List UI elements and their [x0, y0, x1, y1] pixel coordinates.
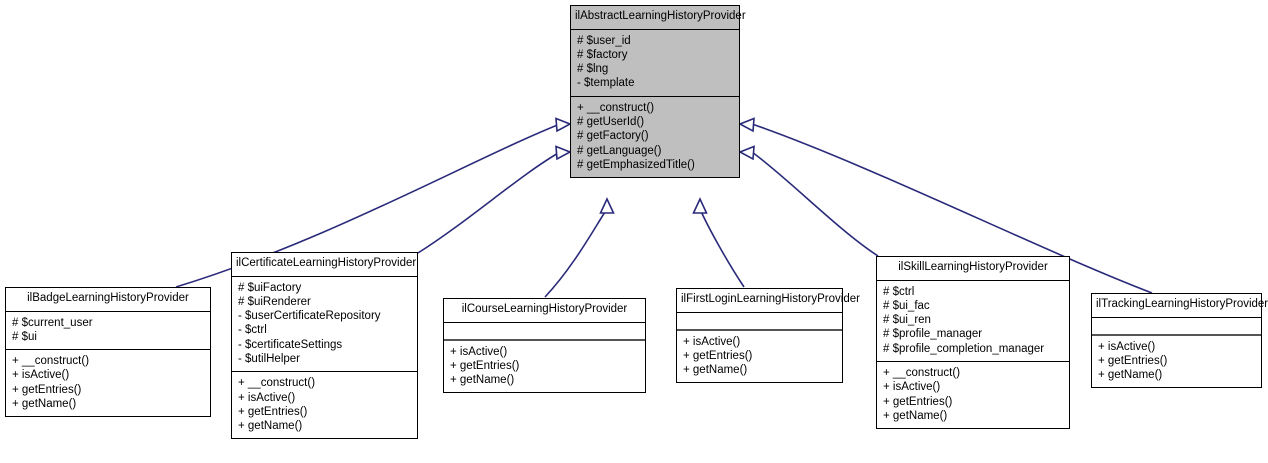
attribute-row: - $template [577, 77, 635, 90]
operation-row: + getEntries() [1098, 354, 1168, 367]
attribute-row: # $current_user [12, 316, 93, 329]
class-operations-certificate: + __construct()+ isActive()+ getEntries(… [232, 372, 417, 438]
operation-row: + isActive() [450, 345, 508, 358]
class-name-firstlogin: ilFirstLoginLearningHistoryProvider [677, 289, 860, 313]
class-name-abstract: ilAbstractLearningHistoryProvider [571, 6, 746, 30]
operation-row: + getName() [12, 397, 77, 410]
operation-row: + isActive() [883, 381, 941, 394]
class-attributes-tracking [1092, 318, 1261, 336]
operation-row: + getName() [683, 364, 748, 377]
class-name-certificate: ilCertificateLearningHistoryProvider [232, 253, 417, 277]
class-name-course: ilCourseLearningHistoryProvider [444, 299, 645, 323]
arrowhead-badge [555, 117, 572, 133]
arrowhead-skill [738, 145, 755, 161]
attribute-row: - $ctrl [238, 324, 267, 337]
class-box-tracking[interactable]: ilTrackingLearningHistoryProvider + isAc… [1091, 293, 1268, 389]
arrowhead-certificate [555, 145, 572, 161]
class-attributes-certificate: # $uiFactory# $uiRenderer - $userCertific… [232, 277, 417, 373]
attribute-row: # $factory [577, 48, 628, 61]
arrowhead-tracking [738, 117, 755, 133]
operation-row: # getFactory() [577, 130, 649, 143]
class-box-abstract[interactable]: ilAbstractLearningHistoryProvider # $use… [570, 5, 746, 179]
attribute-row: # $ui_ren [883, 314, 931, 327]
operation-row: + getName() [883, 409, 948, 422]
attribute-row: # $lng [577, 63, 609, 76]
attribute-row: # $ui_fac [883, 299, 930, 312]
attribute-row: # $uiFactory [238, 281, 302, 294]
arrowhead-course [599, 197, 615, 214]
operation-row: + isActive() [12, 369, 70, 382]
operation-row: + getEntries() [683, 349, 753, 362]
class-box-course[interactable]: ilCourseLearningHistoryProvider + isActi… [443, 298, 646, 394]
operation-row: + getEntries() [12, 383, 82, 396]
operation-row: + getName() [450, 374, 515, 387]
class-attributes-firstlogin [677, 313, 842, 331]
class-attributes-course [444, 323, 645, 341]
class-operations-badge: + __construct()+ isActive()+ getEntries(… [6, 350, 210, 416]
attribute-row: # $user_id [577, 34, 631, 47]
operation-row: + isActive() [1098, 340, 1156, 353]
operation-row: + __construct() [238, 377, 316, 390]
attribute-row: - $userCertificateRepository [238, 310, 381, 323]
edge-certificate-to-abstract [417, 151, 561, 254]
attribute-row: - $certificateSettings [238, 338, 343, 351]
attribute-row: # $profile_manager [883, 328, 983, 341]
operation-row: # getEmphasizedTitle() [577, 158, 695, 171]
class-operations-tracking: + isActive()+ getEntries() + getName() [1092, 336, 1261, 388]
class-operations-firstlogin: + isActive()+ getEntries() + getName() [677, 331, 842, 383]
class-box-skill[interactable]: ilSkillLearningHistoryProvider # $ctrl# … [876, 256, 1070, 430]
class-operations-skill: + __construct() + isActive()+ getEntries(… [877, 362, 1069, 428]
class-box-certificate[interactable]: ilCertificateLearningHistoryProvider # $… [231, 252, 418, 440]
operation-row: # getUserId() [577, 115, 645, 128]
class-box-firstlogin[interactable]: ilFirstLoginLearningHistoryProvider + is… [676, 288, 860, 384]
operation-row: + __construct() [883, 366, 961, 379]
edge-course-to-abstract [544, 208, 608, 298]
edge-firstlogin-to-abstract [699, 208, 745, 288]
operation-row: + isActive() [683, 335, 741, 348]
attribute-row: # $profile_completion_manager [883, 342, 1045, 355]
class-attributes-abstract: # $user_id# $factory # $lng- $template [571, 30, 739, 97]
class-attributes-skill: # $ctrl# $ui_fac # $ui_ren# $profile_mana… [877, 281, 1069, 362]
operation-row: + getEntries() [883, 395, 953, 408]
class-name-skill: ilSkillLearningHistoryProvider [877, 257, 1069, 281]
arrowhead-firstlogin [692, 197, 708, 214]
attribute-row: - $utilHelper [238, 352, 300, 365]
operation-row: + __construct() [577, 101, 655, 114]
class-operations-abstract: + __construct()# getUserId() # getFactory… [571, 97, 739, 177]
class-attributes-badge: # $current_user# $ui [6, 312, 210, 351]
class-name-badge: ilBadgeLearningHistoryProvider [6, 288, 210, 312]
operation-row: # getLanguage() [577, 144, 662, 157]
operation-row: + getEntries() [238, 405, 308, 418]
attribute-row: # $ctrl [883, 285, 915, 298]
operation-row: + __construct() [12, 355, 90, 368]
operation-row: + isActive() [238, 391, 296, 404]
edge-skill-to-abstract [751, 151, 879, 257]
operation-row: + getEntries() [450, 359, 520, 372]
class-box-badge[interactable]: ilBadgeLearningHistoryProvider # $curren… [5, 287, 211, 418]
attribute-row: # $uiRenderer [238, 295, 311, 308]
class-name-tracking: ilTrackingLearningHistoryProvider [1092, 294, 1268, 318]
class-operations-course: + isActive()+ getEntries() + getName() [444, 341, 645, 393]
operation-row: + getName() [1098, 369, 1163, 382]
attribute-row: # $ui [12, 330, 37, 343]
operation-row: + getName() [238, 420, 303, 433]
